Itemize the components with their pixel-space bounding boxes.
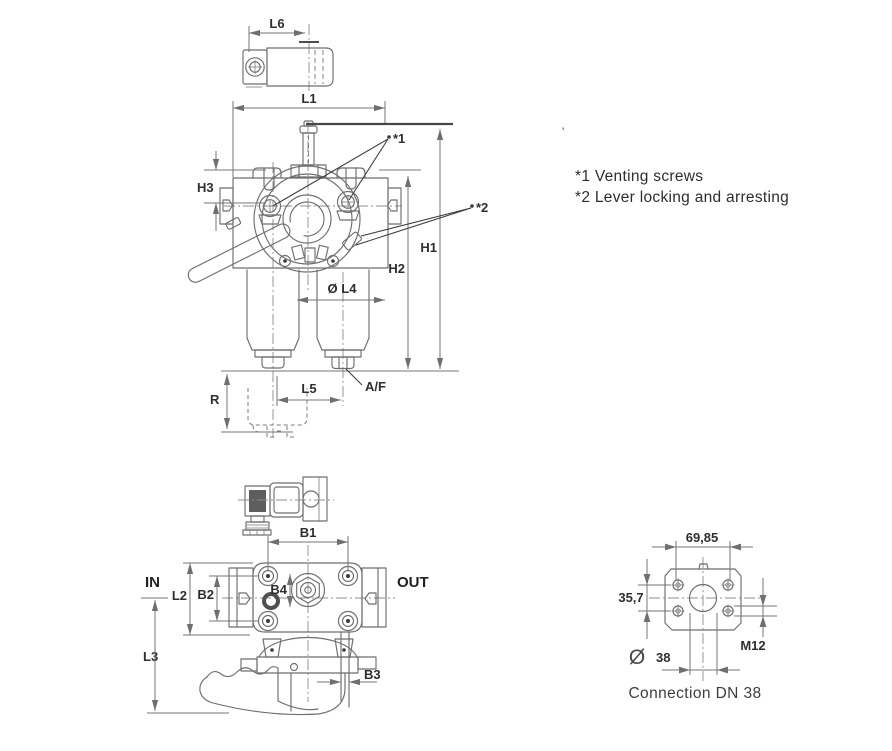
- front-view-body: [219, 120, 402, 269]
- filter-bowls: [246, 269, 370, 370]
- note-venting-screws: *1 Venting screws: [575, 168, 703, 185]
- cover-bottom-screws: [278, 244, 340, 268]
- electrical-connector: [238, 476, 334, 536]
- dim-label-l3: L3: [143, 649, 158, 664]
- dim-label-dia-l4: Ø L4: [328, 281, 358, 296]
- drain-port: [262, 592, 280, 610]
- cover-vent-screw-left: [258, 194, 282, 225]
- dim-label-af: A/F: [365, 379, 386, 394]
- port-label-out: OUT: [397, 574, 429, 591]
- left-side-port: [219, 187, 234, 225]
- top-vent-screw: [290, 120, 327, 178]
- bolt-washers: [257, 565, 359, 632]
- lever-clip: [225, 217, 242, 230]
- lever-handle: [187, 217, 291, 283]
- diameter-symbol: Ø: [629, 646, 645, 669]
- lever-lock-detent: [342, 231, 362, 251]
- stray-mark: ': [562, 125, 564, 139]
- front-view-dimensions: L1 H1 H2 H3 Ø L4 L5 R A/F: [197, 91, 488, 433]
- front-view: L1 H1 H2 H3 Ø L4 L5 R A/F: [187, 91, 488, 438]
- flange-dimensions: 69,85 35,7 M12 Ø 38: [618, 530, 777, 675]
- dim-label-b4: B4: [270, 582, 287, 597]
- flange-caption: Connection DN 38: [628, 685, 761, 702]
- dim-label-l6: L6: [269, 16, 284, 31]
- dim-label-r: R: [210, 392, 220, 407]
- bottom-view: B1 IN OUT L2 B2 B4 L3 B3: [141, 476, 429, 716]
- dim-label-l1: L1: [301, 91, 316, 106]
- detail-part-outline: [242, 47, 334, 88]
- bottom-view-dimensions: B1 IN OUT L2 B2 B4 L3 B3: [141, 525, 429, 714]
- cover-vent-screw-right: [336, 190, 360, 221]
- callout-label-1: *1: [393, 131, 405, 146]
- element-removal-envelope: [247, 388, 308, 438]
- dim-label-thread: M12: [740, 638, 765, 653]
- legend-notes: ' *1 Venting screws *2 Lever locking and…: [562, 125, 789, 206]
- dim-label-l2: L2: [172, 588, 187, 603]
- dim-label-b1: B1: [300, 525, 317, 540]
- callout-label-2: *2: [476, 200, 488, 215]
- changeover-head: [187, 165, 362, 283]
- bottom-view-body: [228, 562, 387, 633]
- dim-label-b2: B2: [197, 587, 214, 602]
- port-label-in: IN: [145, 574, 160, 591]
- dim-label-h3: H3: [197, 180, 214, 195]
- flange-outline: [664, 563, 742, 631]
- dim-label-b3: B3: [364, 667, 381, 682]
- note-lever-locking: *2 Lever locking and arresting: [575, 189, 789, 206]
- bottom-view-handle-housing: [199, 631, 377, 716]
- flange-bolt-holes: [671, 578, 735, 618]
- dim-label-bolt-spacing-h: 69,85: [686, 530, 719, 545]
- detail-view-vent-screw: L6: [242, 16, 334, 91]
- dim-label-bore: 38: [656, 650, 670, 665]
- callout-2-dot: [470, 204, 474, 208]
- dim-label-l5: L5: [301, 381, 316, 396]
- dim-label-h1: H1: [420, 240, 437, 255]
- callout-1-dot: [387, 135, 391, 139]
- flange-view: 69,85 35,7 M12 Ø 38 Con: [618, 530, 777, 702]
- dim-label-bolt-spacing-v: 35,7: [618, 590, 643, 605]
- right-side-port: [386, 187, 402, 225]
- dim-label-h2: H2: [388, 261, 405, 276]
